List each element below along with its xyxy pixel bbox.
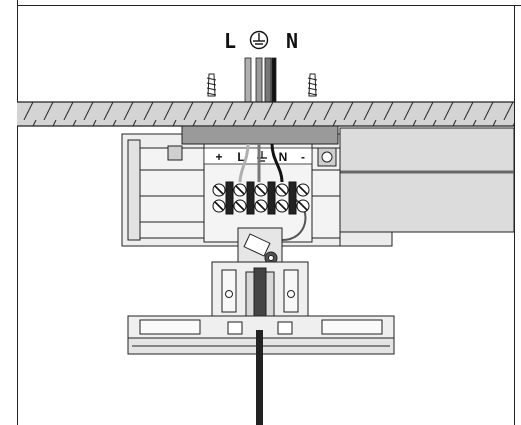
pendant-stem: [211, 261, 309, 331]
terminal-label-minus: -: [301, 150, 305, 164]
line-label: L: [224, 29, 236, 53]
earth-lug: [237, 227, 283, 265]
terminal-label-plus: +: [215, 150, 222, 164]
ceiling-slab: [17, 101, 514, 127]
protective-earth-icon: [249, 30, 269, 50]
wood-screw-icon: [206, 73, 217, 97]
terminal-clamps: [212, 181, 310, 215]
wood-screw-icon: [307, 73, 318, 97]
terminal-label-neutral: N: [279, 150, 288, 164]
exit-cable: [256, 330, 263, 425]
mounting-rail: [339, 127, 515, 247]
terminal-label-line: L: [237, 150, 244, 164]
neutral-label: N: [286, 29, 298, 53]
supply-wires: [244, 57, 277, 103]
